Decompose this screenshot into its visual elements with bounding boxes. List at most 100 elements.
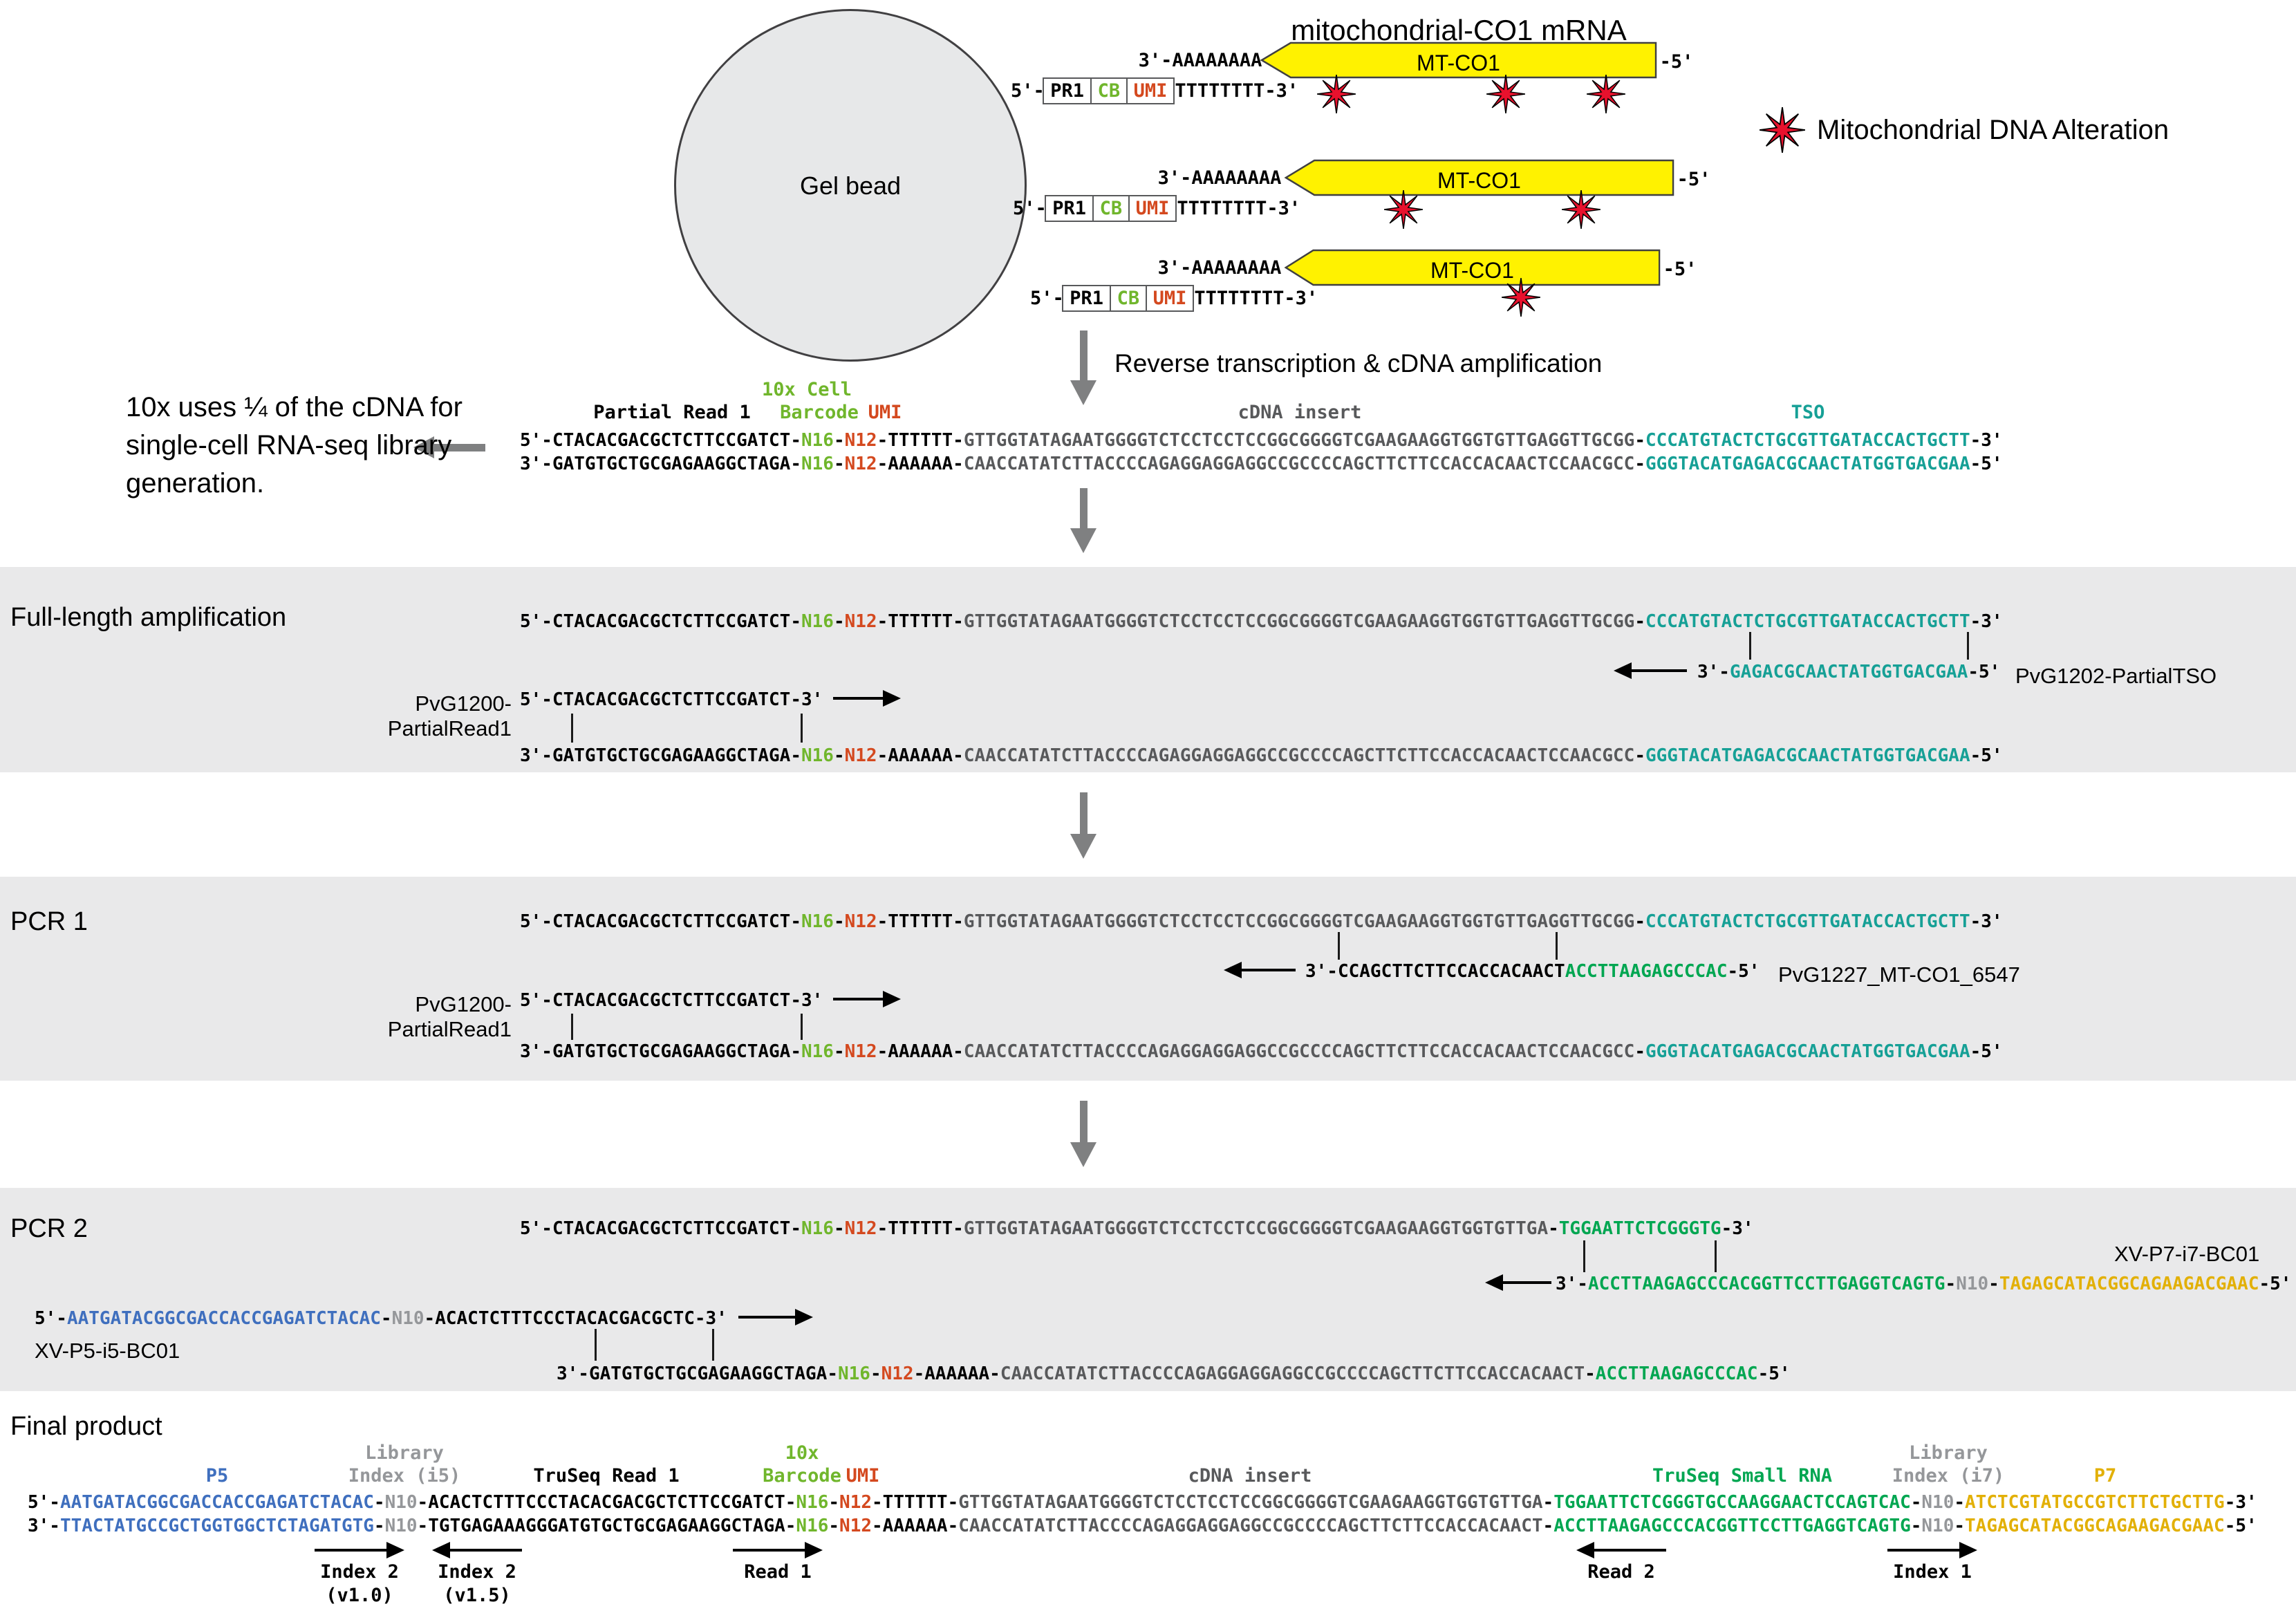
mt-co1-gene-label: MT-CO1 [1437, 168, 1521, 193]
poly-a-label: 3'-AAAAAAAA [1138, 50, 1262, 71]
pcr1-panel [0, 877, 2296, 1081]
primer-extension-arrow [1614, 662, 1687, 679]
read2-read-arrow [1576, 1542, 1666, 1558]
read1-read-arrow [733, 1542, 823, 1558]
construct-5prime-label: 5'- [1030, 288, 1064, 309]
hybridization-tick [1338, 932, 1340, 960]
pr1-box: PR1 [1045, 195, 1094, 222]
final-bottom-strand: 3'-TTACTATGCCGCTGGTGGCTCTAGATGTG-N10-TGT… [28, 1516, 2257, 1536]
pvg1200-primer-seq: 5'-CTACACGACGCTCTTCCGATCT-3' [520, 990, 823, 1011]
umi-box: UMI [1126, 77, 1175, 104]
fla-bottom-strand: 3'-GATGTGCTGCGAGAAGGCTAGA-N16-N12-AAAAAA… [520, 745, 2003, 766]
gel-bead [674, 9, 1027, 362]
pcr2-panel [0, 1188, 2296, 1391]
pvg1200-primer-name: PvG1200-PartialRead1 [387, 992, 512, 1041]
umi-box: UMI [1145, 285, 1195, 312]
primer-extension-arrow [738, 1309, 813, 1325]
truseq-small-rna-label: TruSeq Small RNA [1652, 1465, 1833, 1487]
xv-p5-primer-seq: 5'-AATGATACGGCGACCACCGAGATCTACAC-N10-ACA… [35, 1308, 727, 1329]
construct-5prime-label: 5'- [1013, 198, 1047, 219]
cdna-insert-label: cDNA insert [1238, 402, 1362, 423]
hybridization-tick [595, 1329, 597, 1361]
barcode-label: Barcode [763, 1465, 841, 1487]
cell-barcode-box: CB [1090, 77, 1128, 104]
five-prime-end-label: -5' [1677, 169, 1711, 190]
construct-5prime-label: 5'- [1011, 80, 1045, 102]
cdna-top-strand: 5'-CTACACGACGCTCTTCCGATCT-N16-N12-TTTTTT… [520, 430, 2003, 451]
read2-label: Read 2 [1587, 1561, 1655, 1583]
hybridization-tick [801, 714, 803, 743]
gel-bead-label: Gel bead [799, 171, 902, 200]
step-arrow [1070, 488, 1096, 553]
index2-v15-read-arrow [432, 1542, 522, 1558]
fla-top-strand: 5'-CTACACGACGCTCTTCCGATCT-N16-N12-TTTTTT… [520, 611, 2003, 632]
pvg1227-primer-seq: 3'-CCAGCTTCTTCCACCACAACTACCTTAAGAGCCCAC-… [1305, 961, 1760, 982]
pvg1202-primer-seq: 3'-GAGACGCAACTATGGTGACGAA-5' [1697, 662, 2001, 682]
cdna-insert-label: cDNA insert [1188, 1465, 1312, 1487]
umi-label: UMI [846, 1465, 880, 1487]
pvg1200-primer-name: PvG1200-PartialRead1 [387, 691, 512, 741]
hybridization-tick [801, 1014, 803, 1040]
mrna-title: mitochondrial-CO1 mRNA [1291, 14, 1627, 46]
to-rnaseq-arrow [413, 436, 485, 458]
index2-v10-version-label: (v1.0) [326, 1585, 393, 1606]
pcr2-top-strand: 5'-CTACACGACGCTCTTCCGATCT-N16-N12-TTTTTT… [520, 1218, 1754, 1239]
index2-label: Index 2 [438, 1561, 516, 1583]
pcr2-bottom-strand: 3'-GATGTGCTGCGAGAAGGCTAGA-N16-N12-AAAAAA… [557, 1363, 1791, 1384]
five-prime-end-label: -5' [1659, 51, 1694, 73]
pvg1227-primer-name: PvG1227_MT-CO1_6547 [1778, 962, 2020, 987]
library-label: Library [1909, 1442, 1988, 1464]
barcode-label: Barcode [780, 402, 859, 423]
hybridization-tick [571, 714, 573, 743]
five-prime-end-label: -5' [1663, 259, 1697, 280]
step-arrow [1070, 1101, 1096, 1167]
mt-co1-gene-label: MT-CO1 [1417, 50, 1500, 75]
umi-label: UMI [868, 402, 902, 423]
mt-co1-gene-label: MT-CO1 [1430, 258, 1514, 283]
final-top-strand: 5'-AATGATACGGCGACCACCGAGATCTACAC-N10-ACA… [28, 1492, 2257, 1513]
xv-p7-primer-name: XV-P7-i7-BC01 [2114, 1242, 2260, 1266]
primer-extension-arrow [833, 991, 901, 1007]
umi-box: UMI [1128, 195, 1177, 222]
hybridization-tick [1749, 632, 1751, 660]
pvg1200-primer-seq: 5'-CTACACGACGCTCTTCCGATCT-3' [520, 689, 823, 710]
hybridization-tick [712, 1329, 714, 1361]
final-product-title: Final product [10, 1412, 162, 1441]
library-label: Library [365, 1442, 444, 1464]
pr1-box: PR1 [1062, 285, 1112, 312]
index2-v15-version-label: (v1.5) [443, 1585, 511, 1606]
mito-alteration-star-icon [1587, 75, 1625, 113]
rt-step-arrow [1070, 330, 1096, 405]
partial-read1-label: Partial Read 1 [593, 402, 751, 423]
poly-a-label: 3'-AAAAAAAA [1157, 167, 1282, 189]
index1-label: Index 1 [1893, 1561, 1972, 1583]
cdna-bottom-strand: 3'-GATGTGCTGCGAGAAGGCTAGA-N16-N12-AAAAAA… [520, 454, 2003, 474]
pr1-box: PR1 [1043, 77, 1092, 104]
index2-v10-read-arrow [315, 1542, 404, 1558]
cell-barcode-box: CB [1092, 195, 1130, 222]
pcr1-bottom-strand: 3'-GATGTGCTGCGAGAAGGCTAGA-N16-N12-AAAAAA… [520, 1041, 2003, 1062]
poly-a-label: 3'-AAAAAAAA [1157, 257, 1282, 279]
tenx-label: 10x [785, 1442, 819, 1464]
legend-label: Mitochondrial DNA Alteration [1817, 115, 2169, 145]
mito-alteration-star-icon [1317, 75, 1356, 113]
mito-alteration-star-icon [1502, 278, 1540, 317]
tso-label: TSO [1791, 402, 1825, 423]
index-i7-label: Index (i7) [1892, 1465, 2005, 1487]
p5-label: P5 [205, 1465, 229, 1487]
hybridization-tick [1967, 632, 1969, 660]
pcr1-title: PCR 1 [10, 907, 88, 936]
p7-label: P7 [2093, 1465, 2117, 1487]
poly-t-label: TTTTTTTT-3' [1194, 288, 1318, 309]
hybridization-tick [571, 1014, 573, 1040]
mito-alteration-star-icon [1384, 190, 1423, 229]
primer-extension-arrow [1485, 1274, 1551, 1291]
hybridization-tick [1583, 1240, 1585, 1272]
poly-t-label: TTTTTTTT-3' [1175, 80, 1299, 102]
hybridization-tick [1556, 932, 1558, 960]
pvg1202-primer-name: PvG1202-PartialTSO [2015, 664, 2217, 688]
cell-barcode-box: CB [1109, 285, 1148, 312]
